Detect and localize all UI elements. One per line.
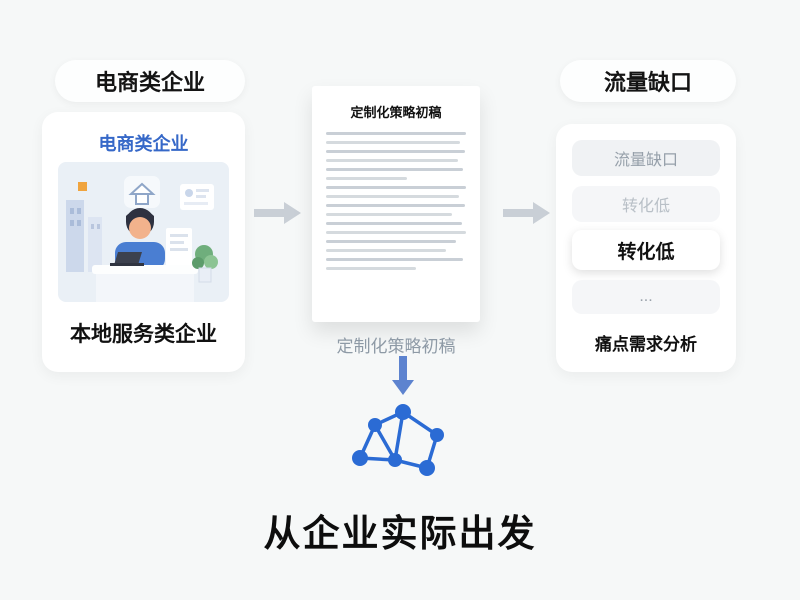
painpoints-card: 流量缺口 转化低 转化低 ... 痛点需求分析	[556, 124, 736, 372]
office-worker-illustration	[58, 162, 229, 302]
painpoint-item-label: 流量缺口	[613, 152, 678, 169]
painpoint-item-low-conversion: 转化低	[572, 186, 720, 222]
painpoint-item-traffic-gap: 流量缺口	[572, 140, 720, 176]
painpoint-item-label: 转化低	[617, 241, 675, 263]
document-caption: 定制化策略初稿	[336, 337, 456, 356]
painpoint-item-label: 转化低	[621, 198, 670, 215]
arrow-right-icon	[254, 199, 302, 227]
left-category-pill-label: 电商类企业	[94, 70, 205, 95]
painpoint-item-low-conversion-selected: 转化低	[572, 230, 720, 270]
document-title: 定制化策略初稿	[350, 105, 442, 120]
arrow-right-icon-2	[503, 199, 551, 227]
left-category-pill: 电商类企业	[55, 60, 245, 102]
painpoint-item-label: ...	[639, 288, 653, 305]
network-graph-icon	[345, 400, 460, 495]
strategy-document: 定制化策略初稿	[312, 86, 480, 322]
arrow-down-icon	[390, 356, 416, 396]
local-service-label: 本地服务类企业	[70, 323, 217, 346]
right-category-pill: 流量缺口	[560, 60, 736, 102]
footer-title: 从企业实际出发	[263, 513, 537, 554]
ecommerce-card: 电商类企业	[42, 112, 245, 372]
right-category-pill-label: 流量缺口	[603, 70, 692, 95]
document-text-lines	[326, 132, 466, 276]
painpoint-item-more: ...	[572, 280, 720, 314]
office-worker-illustration-svg	[58, 162, 229, 302]
ecommerce-card-title: 电商类企业	[98, 134, 189, 154]
painpoints-caption: 痛点需求分析	[595, 335, 697, 354]
